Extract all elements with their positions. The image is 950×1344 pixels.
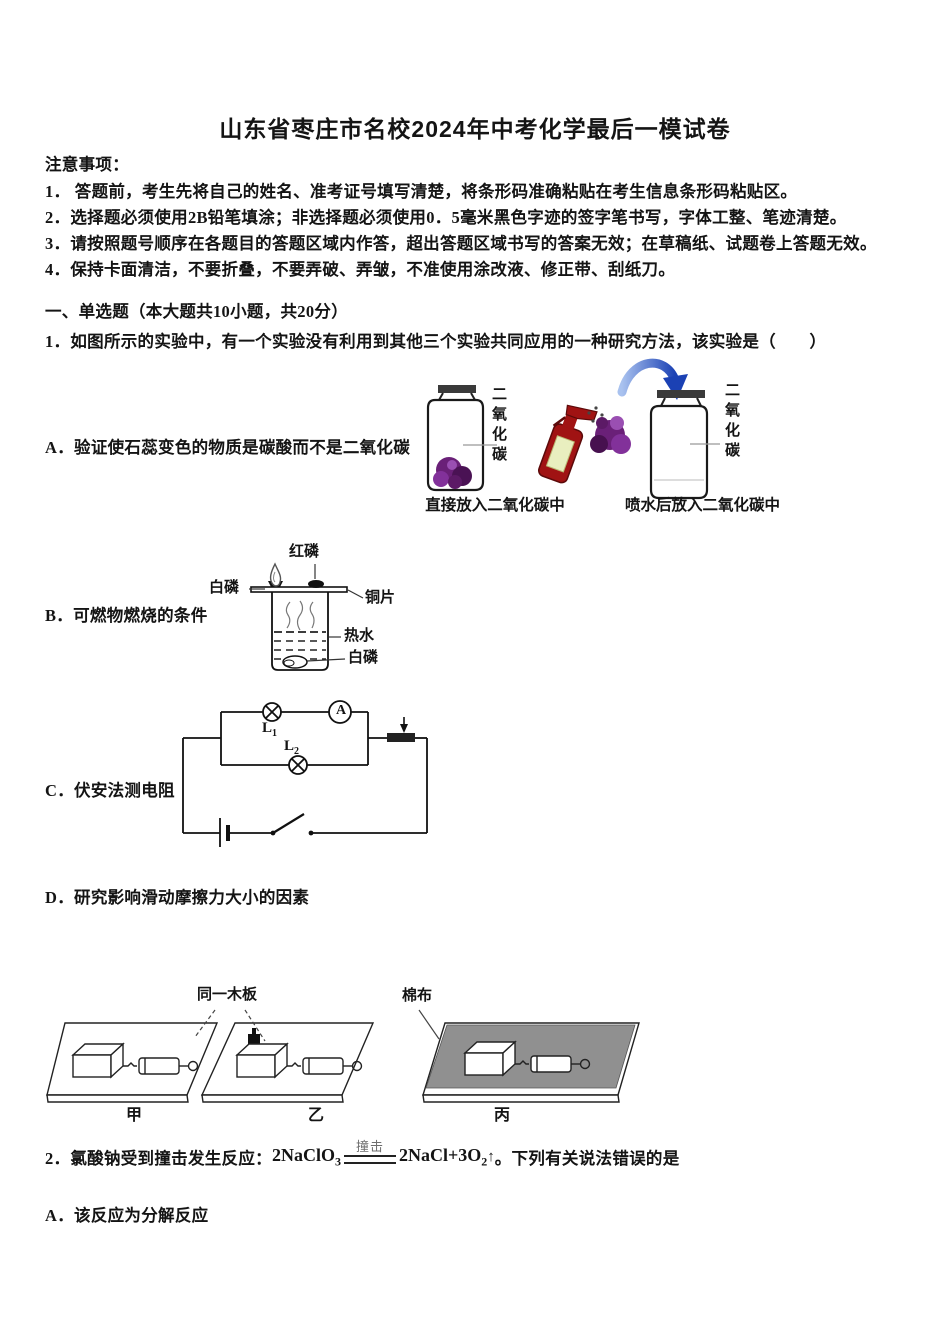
- q1-stem: 1．如图所示的实验中，有一个实验没有利用到其他三个实验共同应用的一种研究方法，该…: [45, 332, 827, 351]
- figure-c-drawing: [182, 700, 428, 847]
- lamp-l2-icon: [288, 755, 308, 775]
- white-phosphorus-top-label: 白磷: [209, 580, 240, 596]
- figure-d-drawing: [46, 1009, 640, 1103]
- figA-caption-left: 直接放入二氧化碳中: [425, 497, 565, 514]
- lamp-l1-label: L1: [262, 720, 278, 739]
- page-title: 山东省枣庄市名校2024年中考化学最后一模试卷: [219, 116, 731, 142]
- caption-jia: 甲: [125, 1107, 142, 1124]
- q1-figure-c: L1 L2 A: [180, 692, 450, 847]
- spray-bottle-icon: [537, 404, 598, 484]
- ammeter-label: A: [335, 703, 347, 718]
- q1-figure-b: 红磷 白磷 铜片 热水 白磷: [205, 542, 465, 677]
- q2-equation-rhs: 2NaCl+3O2↑: [398, 1145, 495, 1169]
- flame-icon: [269, 562, 282, 587]
- notice-item-1: 1． 答题前，考生先将自己的姓名、准考证号填写清楚，将条形码准确粘贴在考生信息条…: [45, 182, 798, 201]
- spray-droplets-icon: [587, 406, 604, 425]
- weight-icon: [248, 1034, 260, 1044]
- block-scale-jia-icon: [71, 1042, 199, 1079]
- q1-option-d: D．研究影响滑动摩擦力大小的因素: [45, 888, 310, 907]
- copper-sheet-label: 铜片: [365, 590, 396, 606]
- co2-label-right: 二氧化碳: [723, 382, 739, 462]
- litmus-flower-middle-icon: [590, 416, 631, 454]
- switch-icon: [270, 813, 314, 836]
- lamp-l2-label: L2: [284, 738, 300, 757]
- circuit-wires: [182, 711, 428, 834]
- block-scale-bing-icon: [463, 1040, 591, 1077]
- rheostat-icon: [387, 717, 415, 742]
- vapor-lines-icon: [285, 600, 315, 631]
- battery-icon: [219, 818, 230, 847]
- caption-bing: 丙: [493, 1107, 510, 1124]
- white-phosphorus-bottom-label: 白磷: [348, 650, 379, 666]
- same-board-label: 同一木板: [197, 987, 258, 1003]
- notice-item-4: 4．保持卡面清洁，不要折叠，不要弄破、弄皱，不准使用涂改液、修正带、刮纸刀。: [45, 260, 676, 279]
- gas-jar-right-icon: [649, 390, 720, 500]
- copper-sheet-icon: [250, 586, 348, 593]
- q1-option-b: B．可燃物燃烧的条件: [45, 606, 208, 625]
- litmus-flower-left-icon: [433, 457, 472, 489]
- q2-tail-text: 。下列有关说法错误的是: [494, 1148, 680, 1168]
- red-phosphorus-label: 红磷: [289, 544, 320, 560]
- figure-a-drawing: [426, 358, 720, 500]
- q1-figure-d: 同一木板 棉布 甲 乙 丙: [45, 983, 685, 1128]
- q1-figure-a: 二氧化碳 二氧化碳 直接放入二氧化碳中 喷水后放入二氧化碳中: [405, 352, 825, 517]
- figure-b-drawing: [249, 562, 364, 671]
- white-phosphorus-underwater-icon: [282, 655, 308, 669]
- q2-equation-lhs: 2NaClO3: [271, 1145, 341, 1169]
- lamp-l1-icon: [262, 702, 282, 722]
- block-scale-yi-icon: [235, 1028, 363, 1079]
- notice-item-3: 3．请按照题号顺序在各题目的答题区域内作答，超出答题区域书写的答案无效；在草稿纸…: [45, 234, 877, 253]
- caption-yi: 乙: [307, 1107, 324, 1124]
- blue-arrow-icon: [617, 358, 688, 400]
- hot-water-icon: [274, 631, 326, 660]
- figA-caption-right: 喷水后放入二氧化碳中: [624, 497, 780, 514]
- figD-leader-lines: [194, 1009, 440, 1042]
- q2-lead-text: 2．氯酸钠受到撞击发生反应：: [45, 1148, 272, 1168]
- q1-option-c: C．伏安法测电阻: [45, 781, 175, 800]
- q1-option-a: A．验证使石蕊变色的物质是碳酸而不是二氧化碳: [45, 438, 411, 457]
- double-line-icon: [343, 1155, 396, 1164]
- q2-reaction-condition: 撞击: [343, 1140, 396, 1164]
- section-heading: 一、单选题（本大题共10小题，共20分）: [45, 302, 348, 321]
- notices-heading: 注意事项：: [45, 155, 129, 174]
- hot-water-label: 热水: [344, 628, 375, 644]
- q2-stem: 2．氯酸钠受到撞击发生反应： 2NaClO3 撞击 2NaCl+3O2↑ 。下列…: [45, 1140, 680, 1170]
- cotton-cloth-label: 棉布: [402, 988, 433, 1004]
- cotton-cloth-icon: [425, 1024, 636, 1089]
- red-phosphorus-icon: [308, 580, 324, 588]
- beaker-icon: [271, 592, 329, 671]
- figB-leader-lines: [249, 564, 364, 662]
- notice-item-2: 2．选择题必须使用2B铅笔填涂；非选择题必须使用0．5毫米黑色字迹的签字笔书写，…: [45, 208, 847, 227]
- q2-option-a: A．该反应为分解反应: [45, 1206, 209, 1225]
- co2-label-left: 二氧化碳: [490, 386, 506, 466]
- ammeter-icon: [328, 700, 352, 724]
